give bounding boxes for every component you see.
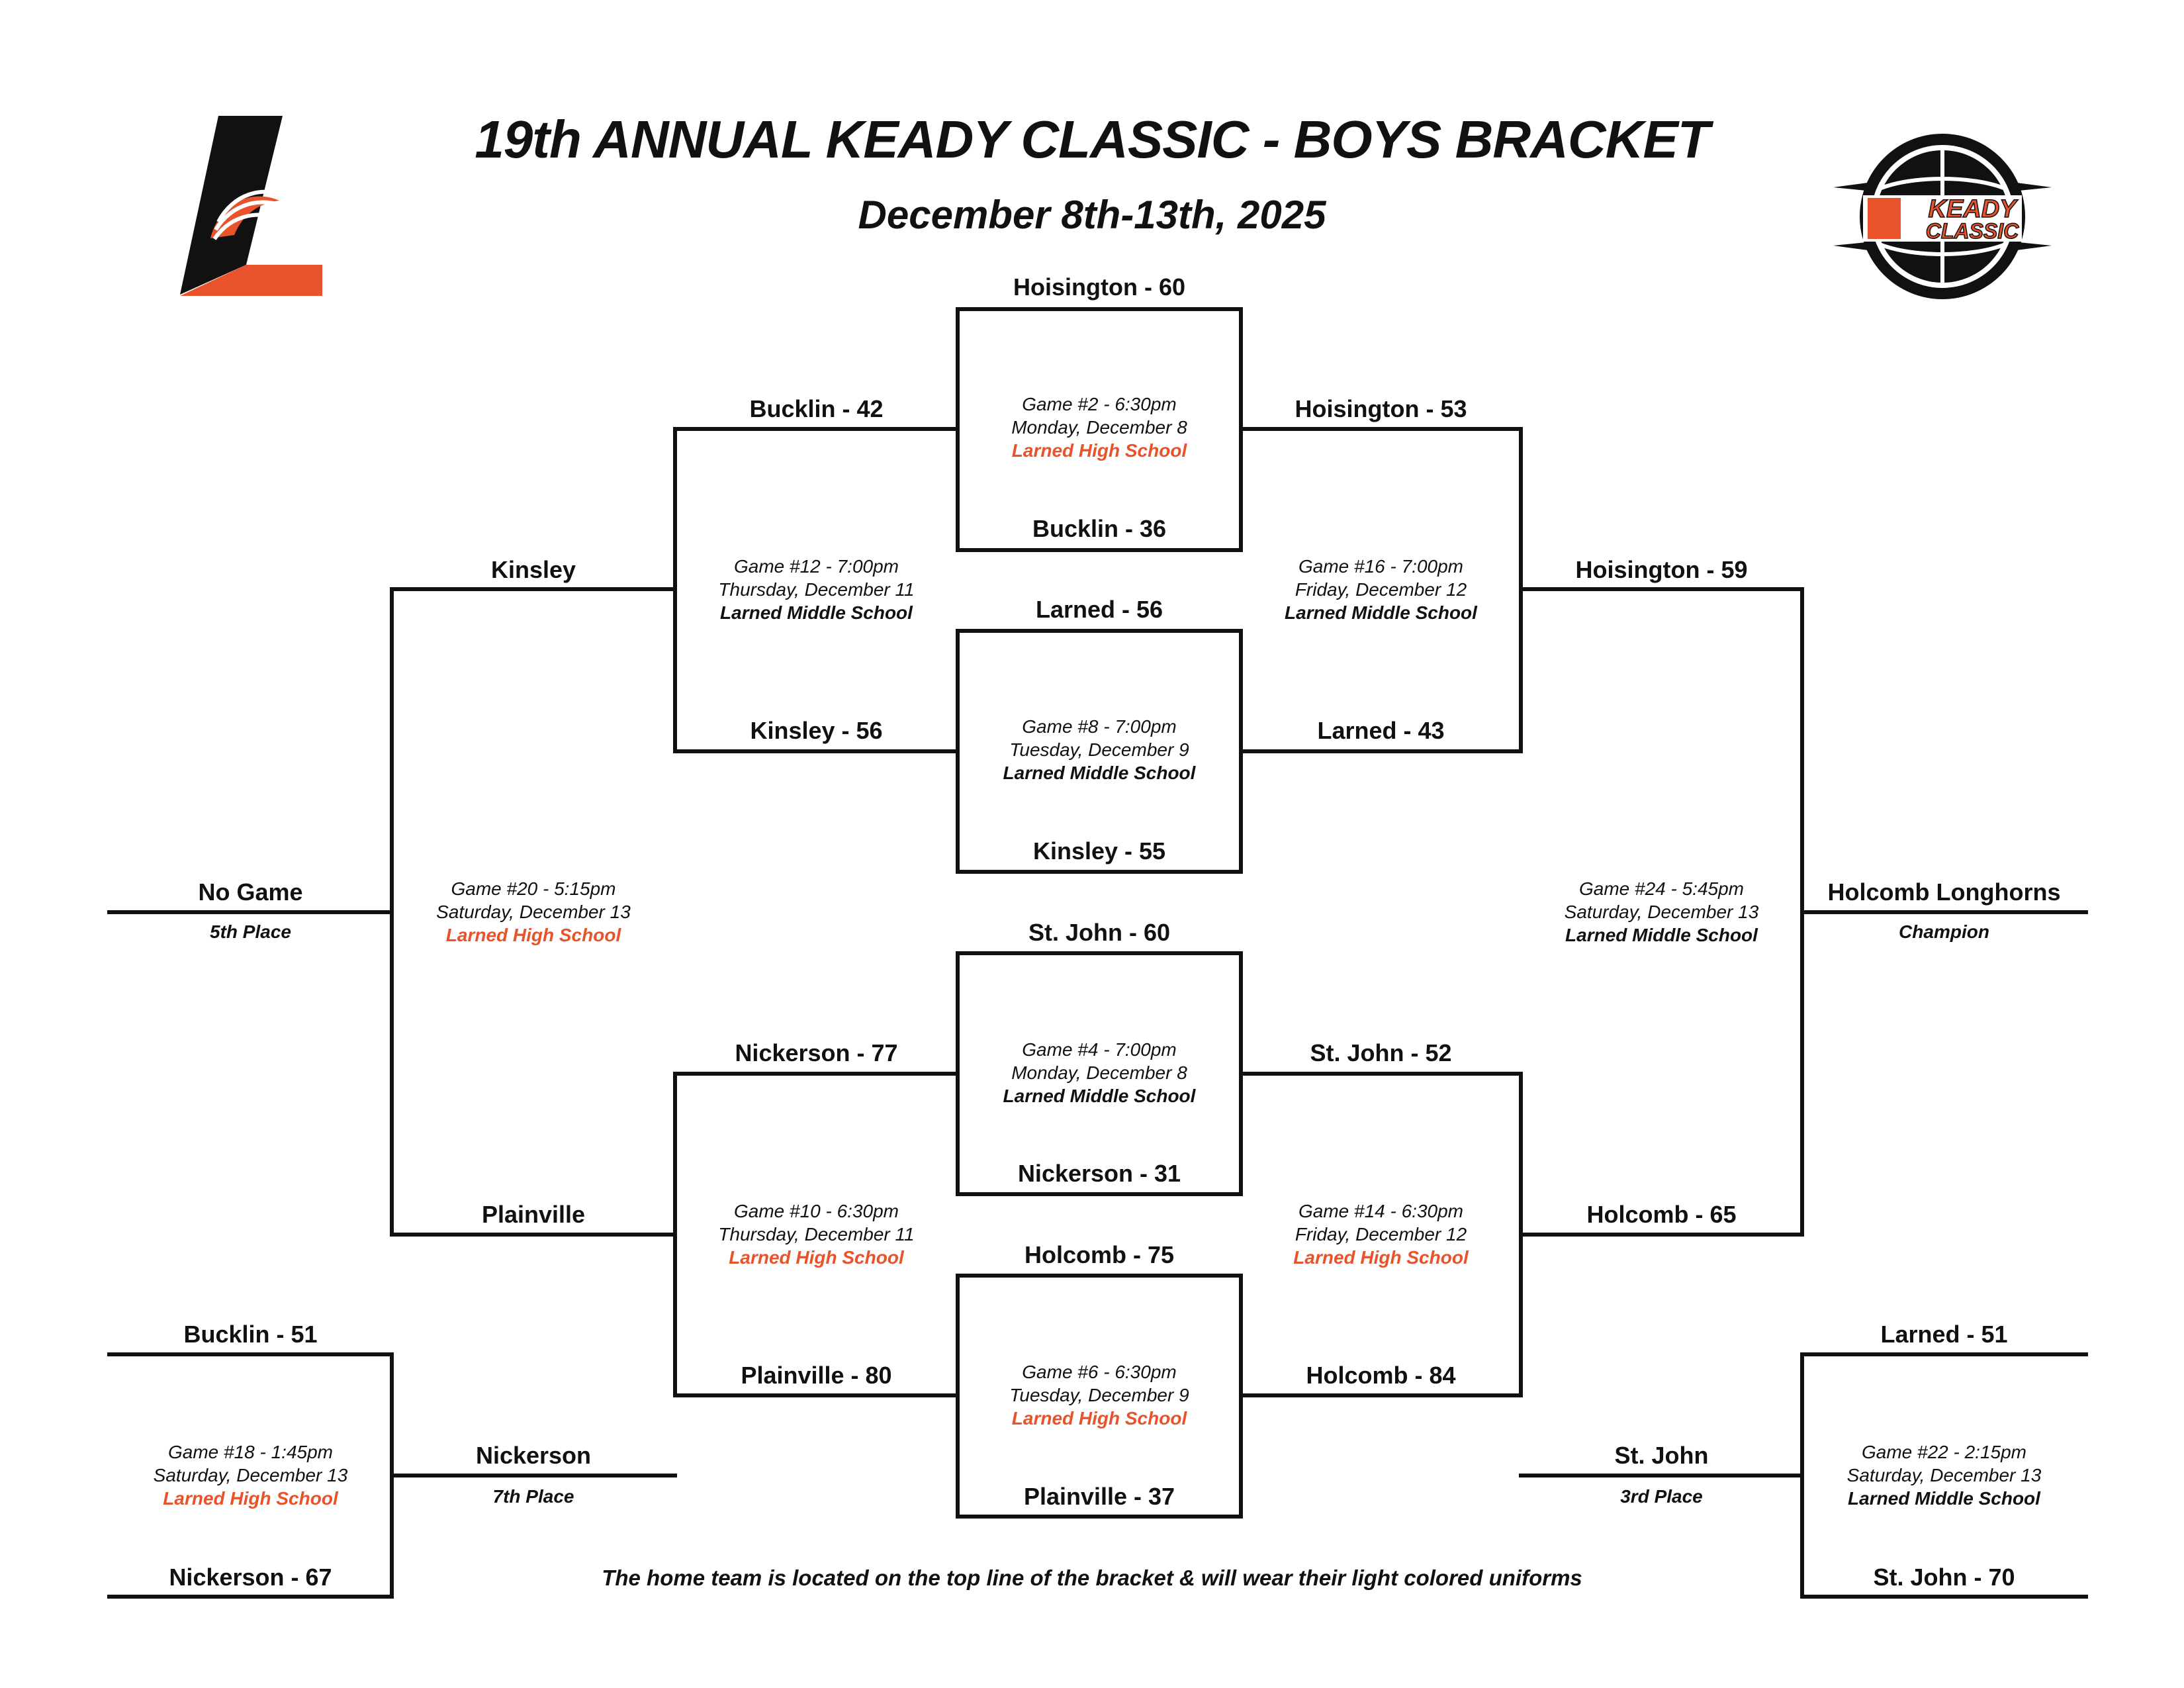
team-label: Bucklin - 36: [1032, 515, 1167, 542]
home-team-note: The home team is located on the top line…: [602, 1566, 1582, 1590]
team-label: Hoisington - 60: [1013, 273, 1185, 301]
place-label: 5th Place: [210, 921, 291, 942]
team-label: Plainville - 37: [1023, 1483, 1175, 1510]
team-label: Holcomb - 75: [1024, 1241, 1175, 1268]
team-label: Holcomb - 65: [1586, 1201, 1737, 1228]
keady-classic-basketball-logo-icon: KEADY CLASSIC: [1833, 134, 2052, 299]
team-label: Nickerson - 77: [735, 1039, 898, 1066]
team-label: Holcomb - 84: [1306, 1362, 1456, 1389]
team-label: Nickerson: [475, 1442, 592, 1469]
team-label: Larned - 43: [1317, 717, 1445, 744]
team-label: Larned - 56: [1035, 596, 1163, 623]
team-label: Bucklin - 51: [183, 1321, 318, 1348]
team-label: Hoisington - 59: [1575, 556, 1748, 583]
svg-text:CLASSIC: CLASSIC: [1926, 219, 2019, 243]
team-label: Kinsley: [490, 556, 576, 583]
larned-l-logo-icon: [180, 116, 322, 296]
team-label: No Game: [198, 878, 303, 906]
team-label: St. John - 52: [1310, 1039, 1452, 1066]
bracket-dates: December 8th-13th, 2025: [858, 193, 1326, 237]
team-label: Kinsley - 55: [1032, 837, 1166, 865]
team-label: Hoisington - 53: [1295, 395, 1467, 422]
team-label: Nickerson - 67: [169, 1564, 332, 1591]
team-label: St. John - 70: [1873, 1564, 2015, 1591]
team-label: Kinsley - 56: [750, 717, 883, 744]
team-label: Larned - 51: [1880, 1321, 2008, 1348]
place-label: 3rd Place: [1620, 1486, 1703, 1507]
team-label: Plainville - 80: [741, 1362, 892, 1389]
svg-text:KEADY: KEADY: [1928, 195, 2019, 223]
team-label: Plainville: [481, 1201, 586, 1228]
team-label: Holcomb Longhorns: [1827, 878, 2061, 906]
team-label: Bucklin - 42: [749, 395, 884, 422]
team-label: St. John - 60: [1028, 919, 1171, 946]
bracket-title: 19th ANNUAL KEADY CLASSIC - BOYS BRACKET: [475, 110, 1709, 169]
place-label: 7th Place: [492, 1486, 574, 1507]
team-label: Nickerson - 31: [1017, 1160, 1181, 1187]
place-label: Champion: [1899, 921, 1989, 942]
team-label: St. John: [1614, 1442, 1709, 1469]
